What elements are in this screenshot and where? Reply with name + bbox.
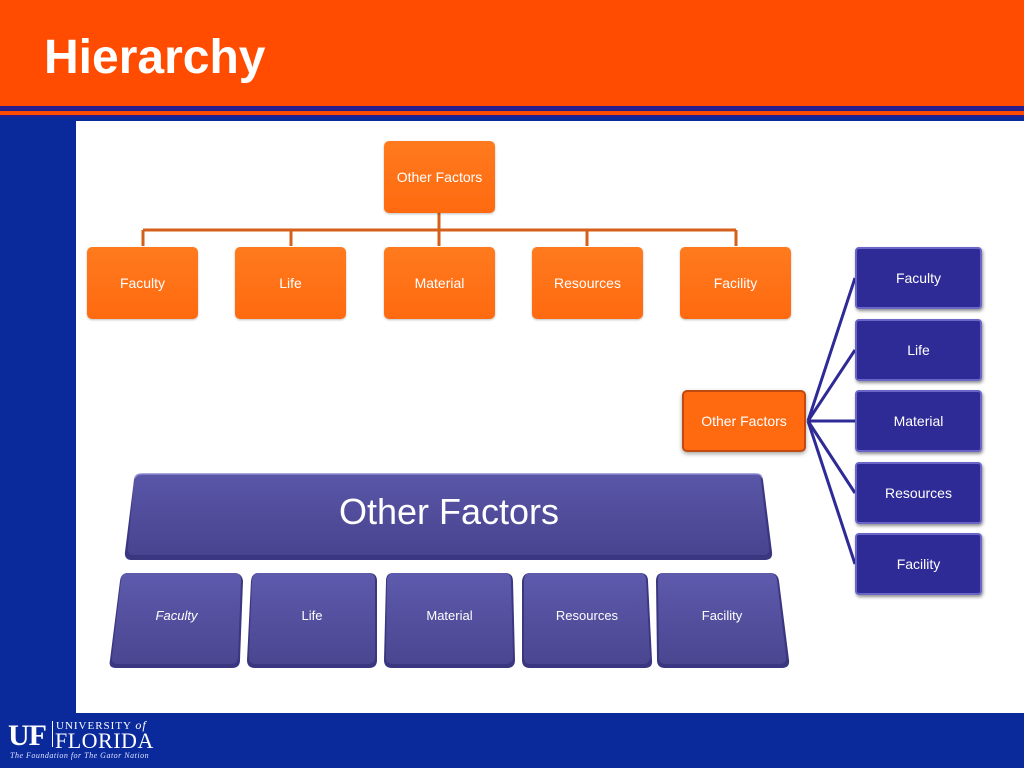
- radial-item-box[interactable]: Faculty: [855, 247, 982, 309]
- uf-logo-of-text: of: [135, 718, 147, 732]
- org-child-label: Material: [414, 275, 465, 291]
- left-sidebar: [0, 117, 76, 713]
- org-child-box[interactable]: Material: [384, 247, 495, 319]
- radial-center-label: Other Factors: [701, 413, 787, 429]
- stack-top-label: Other Factors: [338, 491, 560, 532]
- radial-item-box[interactable]: Facility: [855, 533, 982, 595]
- stack-item-label: Resources: [555, 607, 619, 623]
- org-root-label: Other Factors: [396, 169, 483, 185]
- header-stripe-blue-thin: [0, 115, 1024, 117]
- org-child-box[interactable]: Faculty: [87, 247, 198, 319]
- radial-item-box[interactable]: Resources: [855, 462, 982, 524]
- slide-footer: [0, 713, 1024, 768]
- stack-item-box[interactable]: [384, 573, 515, 668]
- stack-item-label: Facility: [701, 607, 743, 623]
- stack-item-label: Life: [301, 607, 323, 623]
- uf-logo-university: UNIVERSITY of: [56, 718, 147, 733]
- radial-item-label: Facility: [896, 556, 941, 572]
- radial-connectors: [806, 277, 857, 565]
- radial-center-box[interactable]: Other Factors: [682, 390, 806, 452]
- uf-logo-mark: UF: [8, 719, 47, 752]
- org-child-box[interactable]: Life: [235, 247, 346, 319]
- radial-item-box[interactable]: Material: [855, 390, 982, 452]
- uf-logo-florida: FLORIDA: [55, 728, 154, 753]
- org-child-label: Faculty: [119, 275, 166, 291]
- radial-item-label: Resources: [885, 485, 952, 501]
- stack-item-box[interactable]: [656, 573, 790, 668]
- slide-header: Hierarchy: [0, 0, 1024, 106]
- org-child-box[interactable]: Facility: [680, 247, 791, 319]
- radial-item-box[interactable]: Life: [855, 319, 982, 381]
- stack-item-box[interactable]: [522, 573, 653, 668]
- logo-divider: [52, 721, 53, 747]
- stack-item-label: Faculty: [155, 607, 198, 623]
- stack-top-bar[interactable]: [124, 473, 773, 560]
- header-stripe-blue: [0, 106, 1024, 111]
- org-child-label: Resources: [554, 275, 621, 291]
- radial-item-label: Faculty: [895, 270, 942, 286]
- uf-logo-tagline: The Foundation for The Gator Nation: [10, 751, 150, 760]
- radial-item-label: Life: [907, 342, 930, 358]
- org-child-label: Life: [279, 275, 302, 291]
- uf-logo-university-text: UNIVERSITY: [56, 720, 132, 732]
- org-child-box[interactable]: Resources: [532, 247, 643, 319]
- header-stripe-orange: [0, 111, 1024, 115]
- stack-item-label: Material: [426, 607, 473, 623]
- stack-item-box[interactable]: [247, 573, 377, 668]
- org-root-box[interactable]: Other Factors: [384, 141, 495, 213]
- slide-title: Hierarchy: [44, 31, 266, 84]
- org-child-label: Facility: [713, 275, 758, 291]
- radial-item-label: Material: [893, 413, 944, 429]
- stack-item-box[interactable]: [109, 573, 243, 668]
